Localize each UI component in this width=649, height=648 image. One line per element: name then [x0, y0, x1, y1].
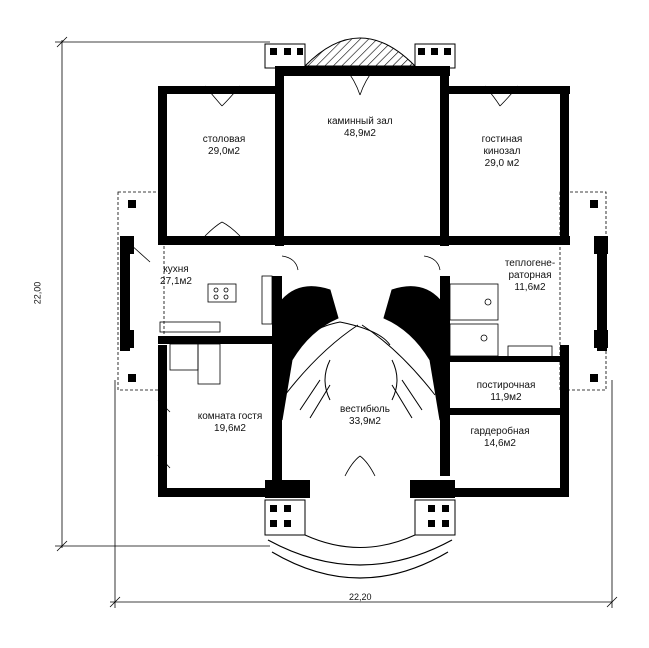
bathroom-fixtures	[169, 283, 553, 385]
room-name: столовая	[202, 134, 246, 145]
doors	[129, 67, 519, 477]
kitchen-fixtures	[159, 275, 273, 333]
room-area: 27,1м2	[160, 276, 192, 287]
room-area: 33,9м2	[349, 416, 381, 427]
room-name: комната гостя	[197, 411, 263, 422]
room-guest: комната гостя 19,6м2	[180, 411, 280, 435]
room-vestibule: вестибюль 33,9м2	[325, 404, 405, 428]
room-name: гостиная	[481, 134, 523, 145]
room-kitchen: кухня 27,1м2	[136, 264, 216, 288]
room-name: вестибюль	[340, 404, 390, 415]
room-name-2: кинозал	[483, 146, 521, 157]
room-area: 14,6м2	[484, 438, 516, 449]
room-area: 48,9м2	[344, 128, 376, 139]
room-area: 11,6м2	[514, 282, 546, 293]
dimension-lines	[55, 36, 618, 608]
room-fireplace-hall: каминный зал 48,9м2	[315, 116, 405, 140]
staircase	[281, 286, 441, 421]
room-area: 11,9м2	[490, 392, 522, 403]
room-wardrobe: гардеробная 14,6м2	[460, 426, 540, 450]
room-name: гардеробная	[470, 426, 530, 437]
room-name: постирочная	[476, 380, 536, 391]
room-dining: столовая 29,0м2	[184, 134, 264, 158]
room-name: теплогене-	[504, 258, 556, 269]
room-boiler: теплогене- раторная 11,6м2	[490, 258, 570, 294]
room-area: 19,6м2	[214, 423, 246, 434]
room-name: кухня	[163, 264, 189, 275]
north-bay	[264, 37, 456, 69]
dimension-width-label: 22,20	[349, 592, 372, 602]
room-area: 29,0 м2	[484, 158, 520, 169]
room-laundry: постирочная 11,9м2	[466, 380, 546, 404]
room-name: каминный зал	[327, 116, 393, 127]
windows	[124, 140, 603, 493]
dimension-height-label: 22,00	[32, 281, 43, 305]
room-area: 29,0м2	[208, 146, 240, 157]
south-bay	[264, 499, 456, 579]
room-living: гостиная кинозал 29,0 м2	[462, 134, 542, 170]
room-name-2: раторная	[508, 270, 552, 281]
